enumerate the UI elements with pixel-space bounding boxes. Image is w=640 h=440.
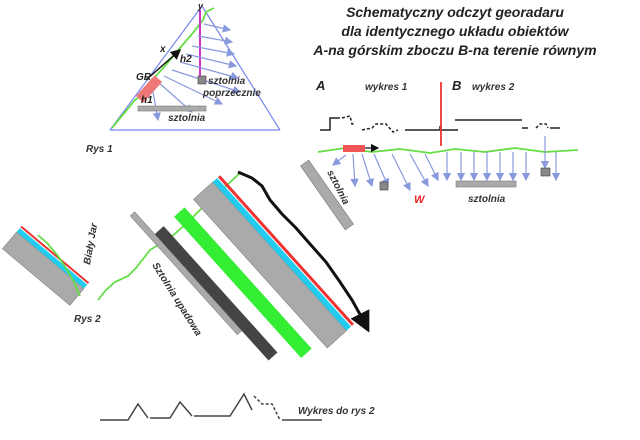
- diagram-title: Schematyczny odczyt georadaru dla identy…: [312, 4, 596, 58]
- panel-a-radar-device: [343, 145, 365, 152]
- panel-b-tunnel-bar: [455, 180, 517, 188]
- rys1-cross-tunnel-block: [197, 75, 207, 85]
- rys2-left-layers: [2, 225, 90, 306]
- rys2-chart-trace: [100, 392, 322, 421]
- panel-a-w-label: W: [414, 194, 426, 206]
- rys1-label-y: y: [197, 1, 204, 11]
- title-line-1: Schematyczny odczyt georadaru: [346, 4, 564, 20]
- panel-b-tunnel-label: sztolnia: [468, 194, 506, 205]
- panel-a-radar-arrows: [332, 153, 439, 192]
- figure-rys-1: y x GR h1 h2 sztolnia poprzecznie sztoln…: [86, 1, 281, 155]
- rys1-axis-diagonal: [109, 5, 203, 131]
- panel-b-letter: B: [452, 78, 461, 93]
- rys1-tunnel-bar: [137, 105, 207, 112]
- rys2-bialy-jar-terrain: [37, 234, 81, 297]
- rys2-bialy-jar-label: Biały Jar: [82, 221, 100, 265]
- rys1-label-h2: h2: [180, 54, 192, 65]
- rys1-label-x: x: [159, 44, 166, 55]
- rys1-x-arrow: [145, 49, 182, 81]
- rys2-right-layers: [129, 175, 355, 361]
- rys2-black-terrain: [237, 170, 370, 333]
- panel-b-radar-arrows: [442, 136, 561, 182]
- panel-b-chart-trace: [440, 119, 560, 131]
- title-line-2: dla identycznego układu obiektów: [341, 23, 569, 39]
- rys2-caption: Rys 2: [74, 314, 101, 325]
- panel-a-tunnel-bar: [300, 159, 354, 231]
- rys1-label-tunnel: sztolnia: [168, 113, 206, 124]
- rys1-axis-right: [201, 5, 281, 131]
- figure-rys-2: Biały Jar Sztolnia upadowa Rys 2 Wykres …: [2, 170, 375, 421]
- panel-a-cross-tunnel-block: [379, 181, 389, 191]
- rys1-label-cross-2: poprzecznie: [202, 88, 261, 99]
- rys1-label-cross-1: sztolnia: [208, 76, 246, 87]
- rys1-radar-arrows: [151, 23, 242, 122]
- figure-panels-ab: A wykres 1 B wykres 2: [300, 78, 579, 231]
- rys1-caption: Rys 1: [86, 144, 113, 155]
- rys1-radar-device: [135, 75, 163, 103]
- panel-a-chart-trace: [320, 115, 441, 133]
- rys1-label-gr: GR: [136, 72, 152, 83]
- panel-a-chart-label: wykres 1: [365, 82, 408, 93]
- rys1-label-h1: h1: [141, 95, 153, 106]
- rys2-chart-caption: Wykres do rys 2: [298, 406, 375, 417]
- title-line-3: A-na górskim zboczu B-na terenie równym: [312, 42, 596, 58]
- panel-a-letter: A: [315, 78, 325, 93]
- panel-b-cross-tunnel-block: [540, 167, 551, 177]
- panel-b-chart-label: wykres 2: [472, 82, 515, 93]
